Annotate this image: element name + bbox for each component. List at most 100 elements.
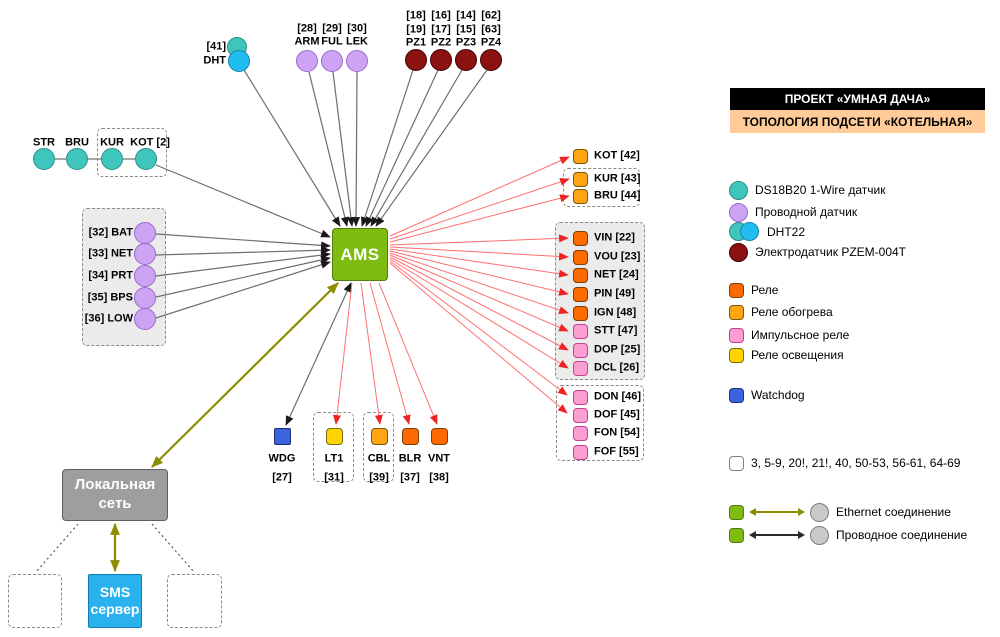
- edge-line-red: [378, 282, 438, 425]
- node-label: [30]: [347, 22, 367, 35]
- node-label: KUR: [100, 136, 124, 149]
- node-net-33: [134, 243, 156, 265]
- legend-item-label: Импульсное реле: [751, 328, 850, 342]
- node-label: [36] LOW: [84, 312, 133, 325]
- edge-line-dot: [151, 523, 195, 573]
- edge-line-red: [389, 178, 570, 240]
- node-blr-37: [401, 427, 419, 445]
- legend-item-pzem: Электродатчик PZEM-004T: [729, 241, 906, 263]
- edge-line-red: [389, 252, 569, 314]
- node-pz1: [405, 49, 427, 71]
- group-impulse-relays: [556, 385, 644, 461]
- node-label: STR: [33, 136, 55, 149]
- node-label: [41]: [206, 40, 226, 53]
- node-pz4: [480, 49, 502, 71]
- edge-line-gray: [155, 164, 331, 238]
- node-sms-label: сервер: [90, 601, 140, 617]
- node-label: KUR [43]: [594, 172, 641, 185]
- node-kot: [135, 148, 157, 170]
- legend-item-relay_light: Реле освещения: [729, 344, 844, 366]
- node-label: [18]: [406, 9, 426, 22]
- edge-line-red: [389, 258, 569, 369]
- relay_heat-swatch-icon: [729, 304, 744, 320]
- node-label: [17]: [431, 23, 451, 36]
- node-label: [32] BAT: [88, 226, 133, 239]
- edge-line-red: [389, 246, 569, 261]
- node-label: PZ1: [405, 36, 427, 49]
- ds18b20-swatch-icon: [729, 180, 748, 200]
- node-dcl-26: [572, 360, 588, 376]
- node-label: KOT [42]: [594, 149, 640, 162]
- node-fon-54: [572, 425, 588, 441]
- edge-line-red: [389, 194, 570, 243]
- node-label: DON [46]: [594, 390, 642, 403]
- edge-line-olive: [151, 282, 339, 468]
- group-heat-relays: [563, 168, 640, 207]
- watchdog-swatch-icon: [729, 387, 744, 403]
- dht22-swatch-icon: [729, 222, 760, 242]
- node-prt-34: [134, 265, 156, 287]
- node-label: PIN [49]: [594, 287, 635, 300]
- legend-item-label: DHT22: [767, 225, 806, 239]
- node-label: [14]: [456, 9, 476, 22]
- edge-line-gray: [360, 69, 414, 227]
- pzem-swatch-icon: [729, 242, 748, 262]
- node-label: [16]: [431, 9, 451, 22]
- node-label: [15]: [456, 23, 476, 36]
- legend-item-label: Watchdog: [751, 388, 805, 402]
- node-label: [33] NET: [88, 247, 133, 260]
- subnet-title: ТОПОЛОГИЯ ПОДСЕТИ «КОТЕЛЬНАЯ»: [730, 110, 985, 133]
- edge-line-red: [389, 262, 568, 414]
- edge-line-gray: [332, 71, 355, 227]
- node-ams-label: AMS: [340, 244, 380, 264]
- node-sms-label: SMS: [99, 583, 131, 600]
- node-dht-41-cyan: [228, 50, 250, 72]
- remote-node-icon: [810, 525, 829, 545]
- ethernet-arrow-icon: [749, 508, 805, 516]
- legend-item-plain: 3, 5-9, 20!, 21!, 40, 50-53, 56-61, 64-6…: [729, 452, 960, 474]
- node-don-46: [572, 389, 588, 405]
- node-label: BLR: [398, 452, 422, 465]
- edge-line-gray: [155, 251, 331, 277]
- edge-line-gray: [155, 233, 331, 250]
- node-label: PZ4: [480, 36, 502, 49]
- edge-line-dot: [35, 523, 79, 573]
- node-label: VIN [22]: [594, 231, 635, 244]
- node-label: PZ2: [430, 36, 452, 49]
- node-label: [27]: [272, 471, 292, 484]
- node-label: [38]: [429, 471, 449, 484]
- node-label: [28]: [297, 22, 317, 35]
- edge-line-red: [389, 234, 569, 246]
- node-bru-44: [572, 188, 588, 204]
- node-label: [19]: [406, 23, 426, 36]
- legend-item-dht22: DHT22: [729, 221, 805, 243]
- legend-item-label: Реле: [751, 283, 779, 297]
- relay_impulse-swatch-icon: [729, 327, 744, 343]
- node-label: [62]: [481, 9, 501, 22]
- node-label: STT [47]: [594, 324, 638, 337]
- node-label: IGN [48]: [594, 306, 637, 319]
- edge-line-gray: [375, 69, 488, 227]
- node-kur: [101, 148, 123, 170]
- node-pz2: [430, 49, 452, 71]
- edge-line-red: [389, 260, 568, 396]
- node-dop-25: [572, 342, 588, 358]
- empty-node-left: [8, 574, 62, 628]
- node-label: [31]: [324, 471, 344, 484]
- dht22-cyan-circle-icon: [740, 222, 759, 241]
- node-label: ARM: [294, 35, 320, 48]
- edge-line-red: [389, 250, 569, 296]
- node-str: [33, 148, 55, 170]
- node-label: DCL [26]: [594, 361, 640, 374]
- relay-swatch-icon: [729, 282, 744, 298]
- legend-item-conn_ethernet: Ethernet соединение: [729, 501, 951, 523]
- node-dof-45: [572, 407, 588, 423]
- node-ams: AMS: [332, 228, 388, 281]
- edge-line-gray: [308, 71, 349, 227]
- edge-line-red: [389, 156, 570, 237]
- legend-item-label: Реле обогрева: [751, 305, 833, 319]
- edge-line-gray: [352, 70, 361, 227]
- relay_light-swatch-icon: [729, 347, 744, 363]
